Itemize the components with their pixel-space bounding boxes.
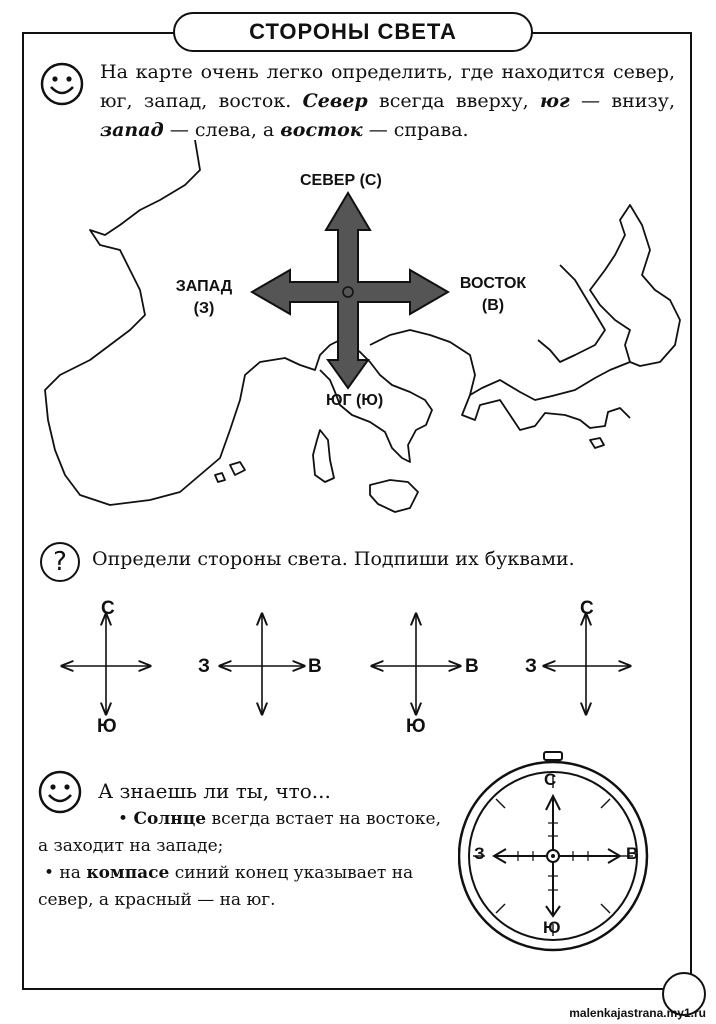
intro-text: — справа.: [362, 119, 469, 141]
map-label-south: ЮГ (Ю): [326, 392, 384, 409]
east-label-line1: ВОСТОК: [459, 275, 527, 292]
compass-label-east: В: [626, 844, 639, 863]
question-icon: ?: [40, 542, 80, 582]
smiley-icon: [38, 770, 82, 814]
compass-label-south: Ю: [543, 918, 561, 937]
intro-text: — внизу,: [569, 90, 676, 112]
page-title: СТОРОНЫ СВЕТА: [249, 19, 457, 44]
fact-sun: • Солнце всегда встает на востоке, а зах…: [38, 806, 448, 860]
north-word: Север: [302, 90, 368, 112]
east-label-line2: (В): [481, 297, 505, 314]
cross1-label-south: Ю: [97, 716, 117, 737]
direction-cross-arrows: [250, 191, 450, 390]
did-you-know-heading: А знаешь ли ты, что...: [98, 779, 331, 803]
cross4-label-north: С: [580, 598, 594, 619]
fact-compass: • на компасе синий конец указывает на се…: [38, 860, 448, 914]
title-banner: СТОРОНЫ СВЕТА: [173, 12, 533, 52]
cross2-label-west: З: [198, 656, 210, 677]
fact-compass-keyword: компасе: [86, 863, 170, 883]
intro-text: На карте очень легко определить, где нах…: [100, 61, 675, 112]
europe-map-outline: [44, 139, 681, 513]
map-label-north: СЕВЕР (С): [300, 172, 382, 189]
bullet-icon: •: [44, 863, 55, 883]
cross2-label-east: В: [308, 656, 322, 677]
cross4-label-west: З: [525, 656, 537, 677]
compass-illustration: [458, 751, 649, 952]
exercise-prompt: Определи стороны света. Подпиши их буква…: [92, 548, 575, 570]
west-label-line2: (З): [193, 300, 215, 317]
fact-compass-pre: на: [54, 863, 87, 883]
fact-sun-keyword: Солнце: [133, 809, 207, 829]
east-word: восток: [280, 119, 363, 141]
intro-text: всегда вверху,: [367, 90, 540, 112]
compass-label-north: С: [544, 770, 557, 789]
intro-text: — слева, а: [163, 119, 281, 141]
bullet-icon: •: [118, 809, 129, 829]
intro-paragraph: На карте очень легко определить, где нах…: [100, 58, 675, 145]
site-url: malenkajastrana.my1.ru: [569, 1006, 706, 1020]
cross3-label-east: В: [465, 656, 479, 677]
west-label-line1: ЗАПАД: [175, 278, 233, 295]
map-label-east: ВОСТОК (В): [448, 273, 538, 317]
west-word: запад: [100, 119, 164, 141]
fact-compass-text: синий конец указывает на север, а красны…: [38, 863, 414, 910]
page-number-circle: [662, 972, 706, 1016]
map-label-west: ЗАПАД (З): [168, 276, 240, 320]
smiley-icon: [40, 62, 84, 106]
exercise-crosses: [30, 610, 690, 730]
cross1-label-north: С: [101, 598, 115, 619]
south-word: юг: [540, 90, 570, 112]
compass-label-west: З: [474, 844, 485, 863]
fact-sun-text: всегда встает на востоке, а заходит на з…: [38, 809, 442, 856]
cross3-label-south: Ю: [406, 716, 426, 737]
